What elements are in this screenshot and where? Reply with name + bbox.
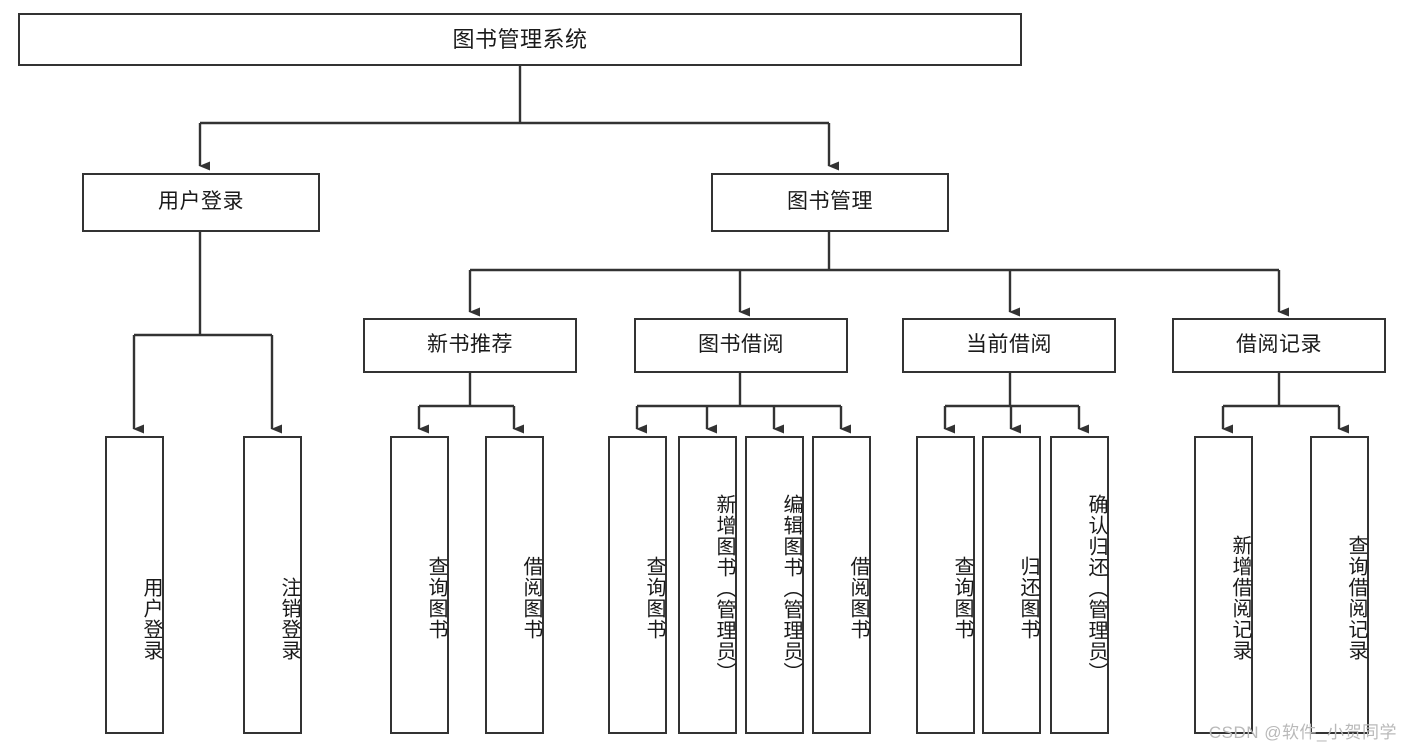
node-leaf-borrow-book-2[interactable]: 借阅图书	[812, 436, 871, 734]
node-leaf-borrow-book-2-label: 借阅图书	[847, 556, 869, 640]
node-leaf-logout-label: 注销登录	[278, 577, 300, 661]
node-leaf-query-record-label: 查询借阅记录	[1345, 535, 1367, 661]
node-borrow-record-label: 借阅记录	[1236, 333, 1322, 357]
node-leaf-confirm-return[interactable]: 确认归还（管理员）	[1050, 436, 1109, 734]
node-new-book-rec-label: 新书推荐	[427, 333, 513, 357]
node-leaf-query-book-1[interactable]: 查询图书	[390, 436, 449, 734]
node-leaf-edit-book[interactable]: 编辑图书（管理员）	[745, 436, 804, 734]
node-leaf-borrow-book-1[interactable]: 借阅图书	[485, 436, 544, 734]
node-book-borrow[interactable]: 图书借阅	[634, 318, 848, 373]
node-leaf-borrow-book-1-label: 借阅图书	[520, 556, 542, 640]
node-new-book-rec[interactable]: 新书推荐	[363, 318, 577, 373]
node-leaf-user-login[interactable]: 用户登录	[105, 436, 164, 734]
node-leaf-add-book-label: 新增图书（管理员）	[713, 493, 735, 683]
node-leaf-query-book-2[interactable]: 查询图书	[608, 436, 667, 734]
watermark-text: CSDN @软件_小贺同学	[1208, 723, 1397, 742]
node-leaf-query-record[interactable]: 查询借阅记录	[1310, 436, 1369, 734]
node-book-manage-label: 图书管理	[787, 190, 873, 214]
node-current-borrow[interactable]: 当前借阅	[902, 318, 1116, 373]
node-borrow-record[interactable]: 借阅记录	[1172, 318, 1386, 373]
node-leaf-confirm-return-label: 确认归还（管理员）	[1085, 493, 1107, 683]
node-leaf-add-book[interactable]: 新增图书（管理员）	[678, 436, 737, 734]
node-leaf-logout[interactable]: 注销登录	[243, 436, 302, 734]
node-leaf-query-book-2-label: 查询图书	[643, 556, 665, 640]
node-leaf-user-login-label: 用户登录	[140, 577, 162, 661]
node-current-borrow-label: 当前借阅	[966, 333, 1052, 357]
node-book-borrow-label: 图书借阅	[698, 333, 784, 357]
node-root[interactable]: 图书管理系统	[18, 13, 1022, 66]
node-leaf-query-book-1-label: 查询图书	[425, 556, 447, 640]
node-leaf-return-book-label: 归还图书	[1017, 556, 1039, 640]
node-root-label: 图书管理系统	[452, 26, 588, 52]
node-leaf-add-record-label: 新增借阅记录	[1229, 535, 1251, 661]
node-leaf-edit-book-label: 编辑图书（管理员）	[780, 493, 802, 683]
node-book-manage[interactable]: 图书管理	[711, 173, 949, 232]
node-user-login[interactable]: 用户登录	[82, 173, 320, 232]
node-leaf-query-book-3-label: 查询图书	[951, 556, 973, 640]
node-leaf-add-record[interactable]: 新增借阅记录	[1194, 436, 1253, 734]
node-leaf-query-book-3[interactable]: 查询图书	[916, 436, 975, 734]
node-user-login-label: 用户登录	[158, 190, 244, 214]
node-leaf-return-book[interactable]: 归还图书	[982, 436, 1041, 734]
